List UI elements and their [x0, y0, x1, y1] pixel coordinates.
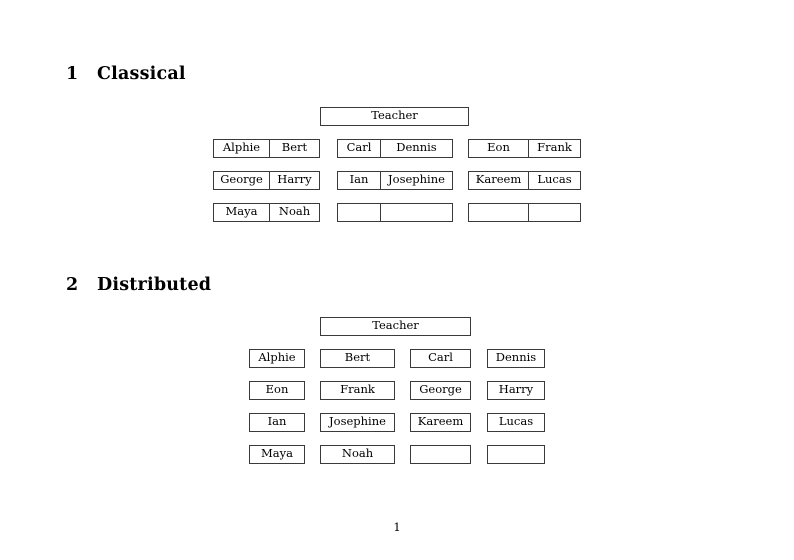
student-cell: Josephine — [329, 414, 386, 429]
student-box: Josephine — [320, 413, 395, 432]
student-cell: Maya — [261, 446, 293, 461]
student-cell: Ian — [267, 414, 287, 429]
student-cell: Dennis — [495, 350, 537, 365]
student-box: Kareem — [410, 413, 471, 432]
student-cell: George — [419, 382, 462, 397]
teacher-label: Teacher — [371, 108, 418, 123]
student-cell: Lucas — [528, 172, 580, 189]
page-number: 1 — [393, 520, 401, 534]
student-cell: Noah — [269, 204, 319, 221]
student-box: Alphie — [249, 349, 305, 368]
student-box: Ian — [249, 413, 305, 432]
student-pair-box: George Harry — [213, 171, 320, 190]
student-cell: Harry — [498, 382, 534, 397]
section-title: Classical — [97, 64, 186, 84]
student-pair-box: Carl Dennis — [337, 139, 453, 158]
section-heading-distributed: 2 Distributed — [66, 275, 211, 295]
student-cell: Harry — [269, 172, 319, 189]
student-cell: Eon — [265, 382, 289, 397]
empty-cell — [488, 446, 544, 463]
student-box: Bert — [320, 349, 395, 368]
student-pair-box — [468, 203, 581, 222]
student-cell: Bert — [344, 350, 371, 365]
student-cell: George — [220, 172, 263, 187]
student-box: Carl — [410, 349, 471, 368]
student-cell: Dennis — [380, 140, 452, 157]
student-box: Harry — [487, 381, 545, 400]
empty-cell — [338, 204, 380, 221]
student-box: Noah — [320, 445, 395, 464]
student-cell: Alphie — [222, 140, 261, 155]
student-box: Eon — [249, 381, 305, 400]
student-cell: Noah — [341, 446, 374, 461]
student-box — [410, 445, 471, 464]
student-cell: Ian — [349, 172, 369, 187]
student-box: Lucas — [487, 413, 545, 432]
student-cell: Frank — [528, 140, 580, 157]
teacher-box: Teacher — [320, 107, 469, 126]
student-cell: Carl — [428, 350, 453, 365]
student-cell: Carl — [346, 140, 372, 155]
student-cell: Alphie — [258, 350, 296, 365]
student-box: George — [410, 381, 471, 400]
section-number: 2 — [66, 275, 79, 295]
student-cell: Kareem — [417, 414, 464, 429]
student-cell: Eon — [487, 140, 510, 155]
student-cell: Lucas — [498, 414, 534, 429]
empty-cell — [411, 446, 470, 463]
empty-cell — [380, 204, 452, 221]
student-cell: Maya — [225, 204, 258, 219]
empty-cell — [528, 204, 580, 221]
student-cell: Frank — [340, 382, 375, 397]
student-box: Maya — [249, 445, 305, 464]
student-pair-box: Maya Noah — [213, 203, 320, 222]
student-box: Frank — [320, 381, 395, 400]
student-pair-box — [337, 203, 453, 222]
student-cell: Josephine — [380, 172, 452, 189]
section-title: Distributed — [97, 275, 212, 295]
teacher-label: Teacher — [372, 318, 419, 333]
student-pair-box: Alphie Bert — [213, 139, 320, 158]
empty-cell — [469, 204, 528, 221]
section-heading-classical: 1 Classical — [66, 64, 186, 84]
student-cell: Bert — [269, 140, 319, 157]
teacher-box: Teacher — [320, 317, 471, 336]
student-pair-box: Kareem Lucas — [468, 171, 581, 190]
student-cell: Kareem — [475, 172, 522, 187]
student-box: Dennis — [487, 349, 545, 368]
student-pair-box: Ian Josephine — [337, 171, 453, 190]
student-box — [487, 445, 545, 464]
student-pair-box: Eon Frank — [468, 139, 581, 158]
section-number: 1 — [66, 64, 79, 84]
